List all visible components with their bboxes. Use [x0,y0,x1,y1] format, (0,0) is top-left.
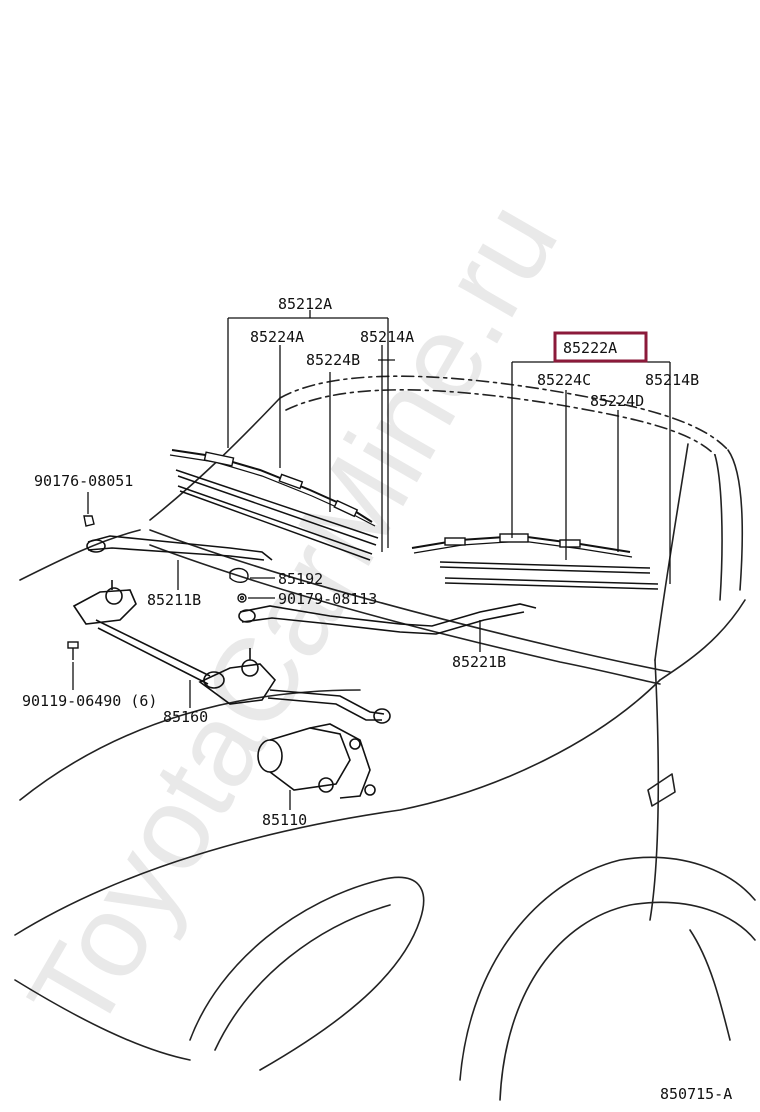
link-85160[interactable] [72,580,391,724]
refill-85214B[interactable] [444,577,659,590]
label-85222A[interactable]: 85222A [563,339,617,357]
refill-85214A[interactable] [177,485,373,561]
label-85221B[interactable]: 85221B [452,653,506,671]
refill-85224A[interactable] [175,469,379,546]
label-85212A[interactable]: 85212A [278,295,332,313]
label-85224C[interactable]: 85224C [537,371,591,389]
arm-85221B[interactable] [238,603,537,635]
motor-85110[interactable] [257,723,376,799]
label-85160[interactable]: 85160 [163,708,208,726]
label-90179-08113[interactable]: 90179-08113 [278,590,377,608]
clip-90176-08051[interactable] [83,515,95,527]
highlight-box [553,331,648,363]
blade-85212A[interactable] [169,449,376,527]
cap-85192[interactable] [229,567,249,583]
label-85214B[interactable]: 85214B [645,371,699,389]
label-85192[interactable]: 85192 [278,570,323,588]
label-85224B[interactable]: 85224B [306,351,360,369]
part-labels: 85212A 85224A 85214A 85224B 85222A 85224… [22,295,732,1103]
arm-85211B[interactable] [86,535,273,561]
label-85214A[interactable]: 85214A [360,328,414,346]
refill-85224C[interactable] [439,561,651,574]
label-85224D[interactable]: 85224D [590,392,644,410]
label-90119-06490[interactable]: 90119-06490 (6) [22,692,157,710]
blade-85222A[interactable] [411,533,633,558]
label-85224A[interactable]: 85224A [250,328,304,346]
car-body-outline [14,375,756,1101]
diagram-code: 850715-A [660,1085,732,1103]
label-90176-08051[interactable]: 90176-08051 [34,472,133,490]
bolt-90119-06490[interactable] [67,641,79,660]
nut-90179-08113[interactable] [237,593,247,603]
label-85211B[interactable]: 85211B [147,591,201,609]
label-85110[interactable]: 85110 [262,811,307,829]
